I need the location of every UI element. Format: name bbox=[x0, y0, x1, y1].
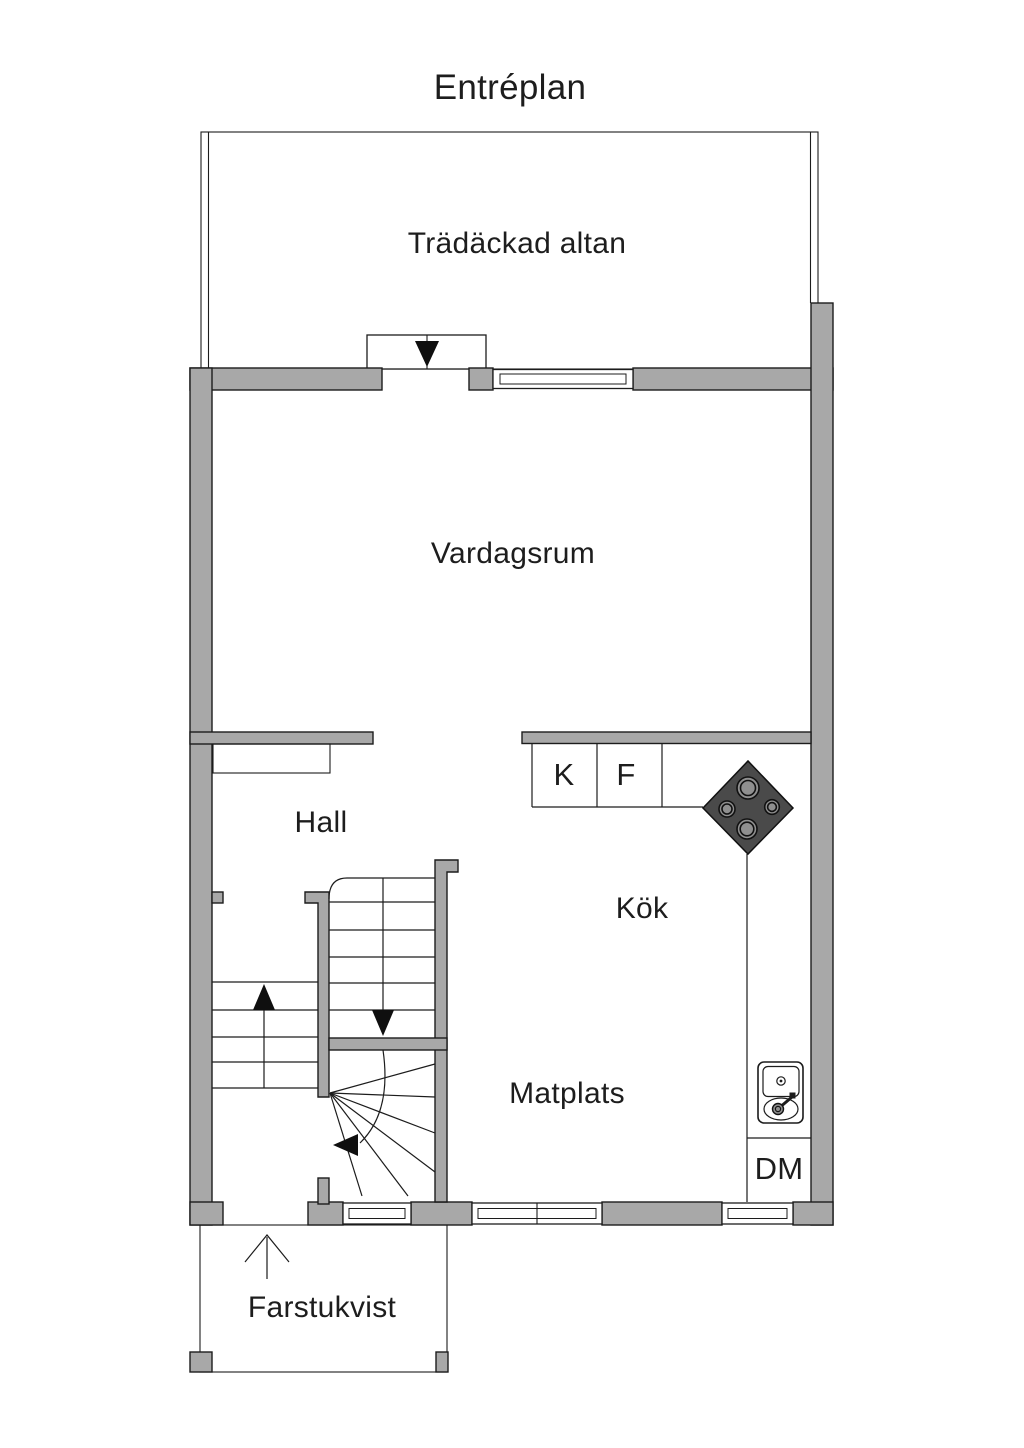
sink-icon bbox=[757, 1061, 804, 1124]
wardrobe bbox=[212, 743, 331, 774]
room-label-living-room: Vardagsrum bbox=[431, 537, 595, 570]
winder-top-wall bbox=[328, 1037, 448, 1051]
stair-lower-stub bbox=[317, 1177, 330, 1205]
room-label-hall: Hall bbox=[295, 806, 348, 839]
fridge-label: K bbox=[554, 757, 575, 792]
stairs-up-arrow-icon bbox=[253, 984, 275, 1010]
top-wall-mid bbox=[468, 367, 494, 391]
right-counter: DM bbox=[746, 854, 811, 1202]
bottom-wall-seg3 bbox=[410, 1201, 473, 1226]
entrance-arrow-icon bbox=[244, 1234, 290, 1279]
stairs-down-flight bbox=[328, 877, 435, 1036]
kitchen-living-wall bbox=[521, 731, 812, 745]
freezer-label: F bbox=[616, 757, 635, 792]
kitchen-counter: K F bbox=[531, 744, 703, 808]
window-bottom-right bbox=[721, 1202, 794, 1225]
window-bottom-left bbox=[342, 1202, 412, 1225]
stairs bbox=[212, 877, 436, 1197]
stair-right-wall bbox=[434, 859, 459, 1203]
window-top bbox=[492, 368, 634, 390]
bottom-wall-seg5 bbox=[792, 1201, 834, 1226]
plan-title: Entréplan bbox=[434, 68, 587, 107]
top-wall-left bbox=[189, 367, 383, 391]
deck-area: Trädäckad altan bbox=[200, 131, 819, 370]
stove-icon bbox=[701, 759, 795, 856]
deck-door bbox=[366, 334, 487, 370]
deck-label: Trädäckad altan bbox=[408, 227, 627, 260]
right-wall bbox=[810, 302, 834, 1226]
bottom-wall-seg2 bbox=[307, 1201, 344, 1226]
interior-walls bbox=[189, 731, 812, 1205]
stairs-winder-arrow-icon bbox=[333, 1134, 358, 1156]
stair-central-wall bbox=[304, 891, 330, 1098]
entry-arrow-icon bbox=[415, 341, 439, 367]
windows bbox=[342, 368, 794, 1225]
room-label-kitchen: Kök bbox=[616, 892, 669, 925]
porch-area: Farstukvist bbox=[199, 1224, 448, 1373]
top-wall-right bbox=[632, 367, 834, 391]
left-wall bbox=[189, 367, 213, 1226]
window-bottom-center bbox=[471, 1202, 603, 1225]
stairs-up-flight bbox=[212, 981, 318, 1089]
stairs-winder bbox=[329, 1049, 436, 1197]
dishwasher-label: DM bbox=[755, 1151, 804, 1186]
hall-door-stub bbox=[211, 891, 224, 904]
porch-post-right bbox=[435, 1351, 449, 1373]
exterior-walls bbox=[189, 302, 834, 1373]
porch-label: Farstukvist bbox=[248, 1291, 397, 1324]
stairs-down-arrow-icon bbox=[372, 1010, 394, 1036]
bottom-wall-seg4 bbox=[601, 1201, 723, 1226]
bottom-wall-seg1 bbox=[189, 1201, 224, 1226]
room-label-dining: Matplats bbox=[509, 1077, 625, 1110]
porch-post-left bbox=[189, 1351, 213, 1373]
hall-living-wall bbox=[189, 731, 374, 745]
